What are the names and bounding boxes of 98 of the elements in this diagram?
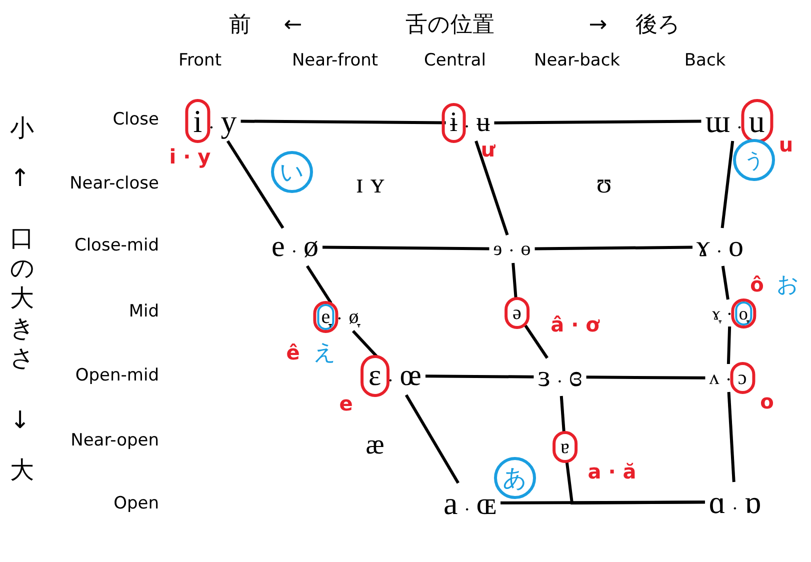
chart-line: [404, 394, 460, 484]
row-label: Open-mid: [75, 365, 159, 387]
chart-line: [726, 326, 732, 364]
vowel-symbol: œ: [400, 359, 422, 392]
separator-dot: ·: [509, 244, 514, 259]
vowel-symbol: ɤ̞: [712, 303, 720, 323]
vowel-annotation: a · ă: [588, 460, 636, 484]
separator-dot: ·: [726, 373, 731, 388]
vowel-symbol: ɪ ʏ: [356, 168, 384, 202]
vowel-symbol: e: [272, 230, 285, 263]
chart-line: [721, 266, 730, 300]
column-label: Near-front: [292, 50, 378, 72]
chart-line: [534, 246, 693, 250]
chart-line: [524, 324, 548, 359]
vowel-symbol: ɶ: [476, 485, 497, 521]
vowel-symbol: o: [728, 230, 744, 263]
chart-line: [494, 120, 702, 124]
vowel-annotation: â · ơ: [550, 312, 600, 338]
vowel-symbol: ʊ: [596, 168, 612, 202]
row-label: Near-open: [70, 430, 159, 452]
axis-heading: ←: [284, 11, 302, 39]
vowel-annotation: ê: [286, 340, 300, 366]
separator-dot: ·: [464, 120, 470, 135]
chart-line: [727, 392, 736, 482]
separator-dot: ·: [727, 308, 732, 322]
row-label: Close: [112, 109, 159, 131]
vowel-symbol: ɵ: [520, 238, 531, 260]
vowel-symbol: ʌ: [709, 367, 720, 389]
separator-dot: ·: [716, 245, 722, 260]
vowel-symbol: ɑ: [708, 484, 726, 520]
vowel-symbol: u: [748, 103, 765, 139]
column-label: Central: [424, 50, 486, 72]
vowel-symbol: ɛ: [368, 359, 382, 392]
vowel-symbol: ɤ: [696, 230, 710, 263]
vowel-symbol: æ: [366, 428, 384, 462]
axis-label: ↓: [10, 405, 30, 435]
vowel-symbol: a: [443, 485, 458, 521]
chart-line: [226, 140, 284, 229]
vowel-symbol: ɐ: [560, 436, 570, 458]
axis-heading: →: [588, 11, 608, 39]
vowel-symbol: y: [220, 103, 237, 139]
vowel-symbol: ɯ: [705, 103, 730, 139]
chart-line: [322, 246, 490, 250]
separator-dot: ·: [292, 245, 296, 260]
chart-line: [560, 396, 566, 434]
separator-dot: ·: [732, 502, 738, 517]
axis-heading: 後ろ: [636, 11, 680, 39]
vowel-symbol: ɜ: [538, 360, 550, 393]
row-label: Close-mid: [74, 235, 159, 257]
column-label: Back: [684, 50, 726, 72]
vowel-symbol: ɞ: [569, 360, 582, 393]
kana-annotation: え: [314, 339, 336, 367]
axis-label: 大: [10, 455, 34, 485]
vowel-symbol: o̞: [738, 303, 748, 323]
vowel-annotation: i · y: [169, 144, 211, 170]
chart-line: [586, 376, 706, 380]
chart-line: [720, 140, 734, 228]
vowel-symbol: ø: [304, 230, 318, 263]
chart-line: [306, 265, 332, 304]
row-label: Open: [114, 493, 159, 515]
separator-dot: ·: [209, 121, 214, 136]
circled-kana: う: [733, 139, 775, 181]
separator-dot: ·: [464, 503, 470, 518]
vowel-symbol: ɔ: [738, 367, 747, 389]
vowel-symbol: ʉ: [476, 107, 490, 138]
vowel-symbol: i: [193, 103, 202, 139]
vowel-symbol: ɨ: [450, 107, 458, 138]
axis-label: ↑: [10, 163, 30, 193]
axis-heading: 舌の位置: [406, 11, 494, 39]
axis-heading: 前: [229, 11, 251, 39]
chart-line: [512, 262, 518, 300]
kana-annotation: お: [776, 271, 800, 299]
axis-label: 口の大きさ: [10, 223, 34, 373]
row-label: Near-close: [70, 173, 159, 195]
vowel-symbol: ø̞: [348, 306, 359, 328]
vowel-symbol: ə: [512, 302, 522, 324]
chart-line: [500, 500, 705, 504]
vowel-annotation: e: [339, 392, 353, 416]
axis-label: 小: [10, 113, 34, 143]
chart-line: [240, 120, 446, 124]
circled-kana: あ: [494, 457, 536, 499]
column-label: Front: [178, 50, 222, 72]
vowel-annotation: ô: [750, 272, 764, 298]
vowel-symbol: ɘ: [493, 238, 502, 260]
vowel-symbol: ɒ: [744, 484, 762, 520]
row-label: Mid: [128, 301, 159, 323]
separator-dot: ·: [388, 374, 393, 389]
chart-line: [425, 374, 534, 378]
separator-dot: ·: [557, 375, 562, 390]
vowel-annotation: o: [760, 390, 774, 414]
separator-dot: ·: [737, 121, 742, 136]
vowel-annotation: ư: [480, 138, 496, 162]
vowel-annotation: u: [778, 132, 794, 158]
vowel-symbol: e̞: [321, 306, 330, 328]
circled-kana: い: [271, 151, 313, 193]
separator-dot: ·: [337, 312, 342, 327]
column-label: Near-back: [534, 50, 620, 72]
chart-line: [474, 140, 509, 236]
